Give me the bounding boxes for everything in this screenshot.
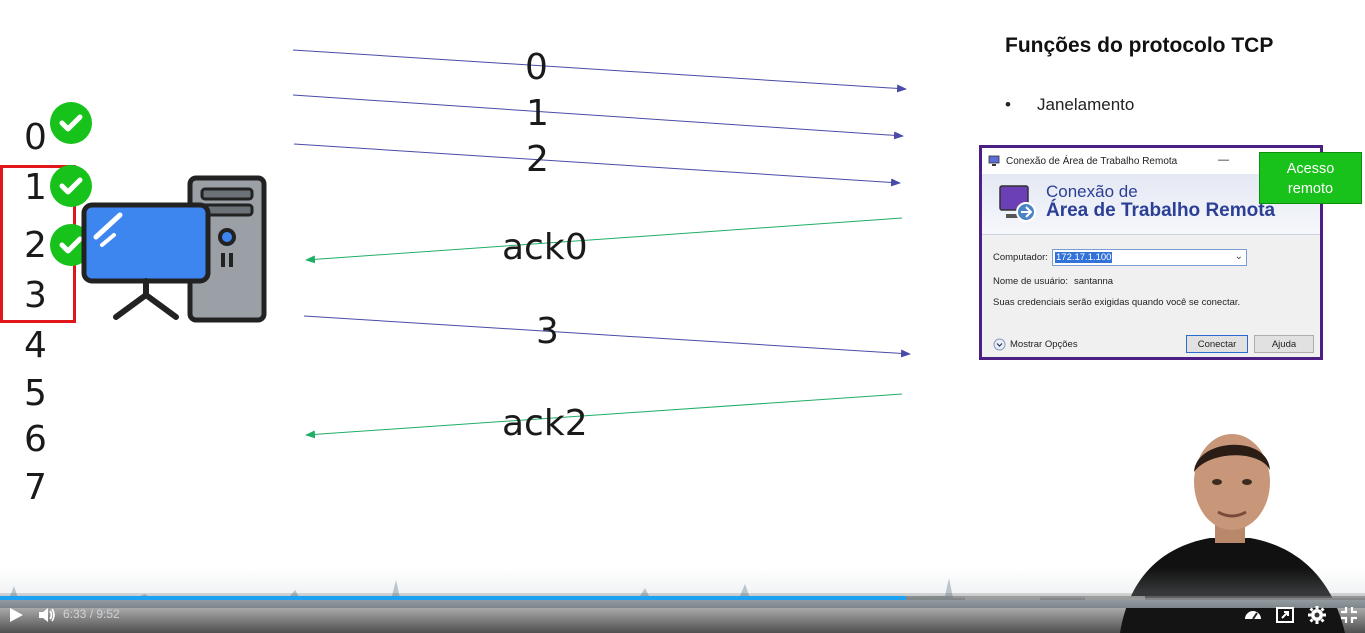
segment-arrow: [292, 49, 907, 93]
computer-value: 172.17.1.100: [1055, 252, 1113, 263]
sequence-number: 4: [24, 325, 47, 366]
show-options-link[interactable]: Mostrar Opções: [993, 338, 1078, 351]
bullet-item: •Janelamento: [1005, 95, 1135, 114]
segment-arrow: [303, 315, 911, 358]
arrow-label: ack0: [502, 227, 588, 268]
username-label: Nome de usuário:: [993, 276, 1068, 287]
progress-bar[interactable]: [0, 596, 1365, 600]
segment-arrow: [293, 143, 901, 187]
arrow-label: 2: [526, 139, 549, 180]
volume-icon[interactable]: [37, 605, 57, 625]
check-icon: [50, 165, 92, 207]
credentials-note: Suas credenciais serão exigidas quando v…: [993, 297, 1241, 308]
chevron-down-icon[interactable]: ⌄: [1234, 251, 1243, 262]
time-display: 6:33 / 9:52: [63, 607, 120, 621]
remote-desktop-icon: [988, 155, 1000, 166]
connect-button[interactable]: Conectar: [1186, 335, 1248, 353]
show-options-label: Mostrar Opções: [1010, 339, 1078, 350]
exit-fullscreen-icon[interactable]: [1339, 605, 1359, 625]
remote-tag-line2: remoto: [1287, 181, 1334, 197]
remote-access-tag: Acesso remoto: [1259, 152, 1362, 204]
sequence-number: 1: [24, 167, 47, 208]
check-icon: [50, 102, 92, 144]
bullet-text: Janelamento: [1037, 95, 1135, 114]
ack-arrow: [305, 217, 903, 264]
monitor-icon: [999, 185, 1036, 222]
play-icon[interactable]: [6, 605, 26, 625]
minimize-button[interactable]: —: [1218, 154, 1229, 166]
sequence-number: 7: [24, 467, 47, 508]
computer-input[interactable]: 172.17.1.100 ⌄: [1052, 249, 1247, 266]
sequence-number: 6: [24, 419, 47, 460]
sequence-number: 5: [24, 373, 47, 414]
sequence-number: 0: [24, 117, 47, 158]
banner-title-line1: Conexão de: [1046, 182, 1138, 201]
settings-icon[interactable]: [1307, 605, 1327, 625]
buffered-segment: [965, 596, 1040, 600]
arrow-label: 1: [526, 93, 549, 134]
pip-icon[interactable]: [1275, 605, 1295, 625]
computer-icon: [81, 175, 267, 323]
sequence-number: 2: [24, 225, 47, 266]
slide-title: Funções do protocolo TCP: [1005, 34, 1274, 57]
dialog-title: Conexão de Área de Trabalho Remota: [1006, 155, 1178, 167]
arrow-label: 3: [536, 311, 559, 352]
banner-title-line2: Área de Trabalho Remota: [1046, 200, 1276, 221]
progress-fill: [0, 596, 907, 600]
arrow-label: ack2: [502, 403, 588, 444]
buffered-segment: [1085, 596, 1145, 600]
remote-tag-line1: Acesso: [1286, 161, 1335, 177]
segment-arrow: [292, 94, 904, 140]
speed-icon[interactable]: [1243, 605, 1263, 625]
computer-label: Computador:: [993, 252, 1048, 263]
username-value: santanna: [1074, 276, 1114, 287]
help-button[interactable]: Ajuda: [1254, 335, 1314, 353]
sequence-number: 3: [24, 275, 47, 316]
ack-arrow: [305, 393, 903, 439]
arrow-label: 0: [525, 47, 548, 88]
expand-icon: [993, 338, 1006, 351]
